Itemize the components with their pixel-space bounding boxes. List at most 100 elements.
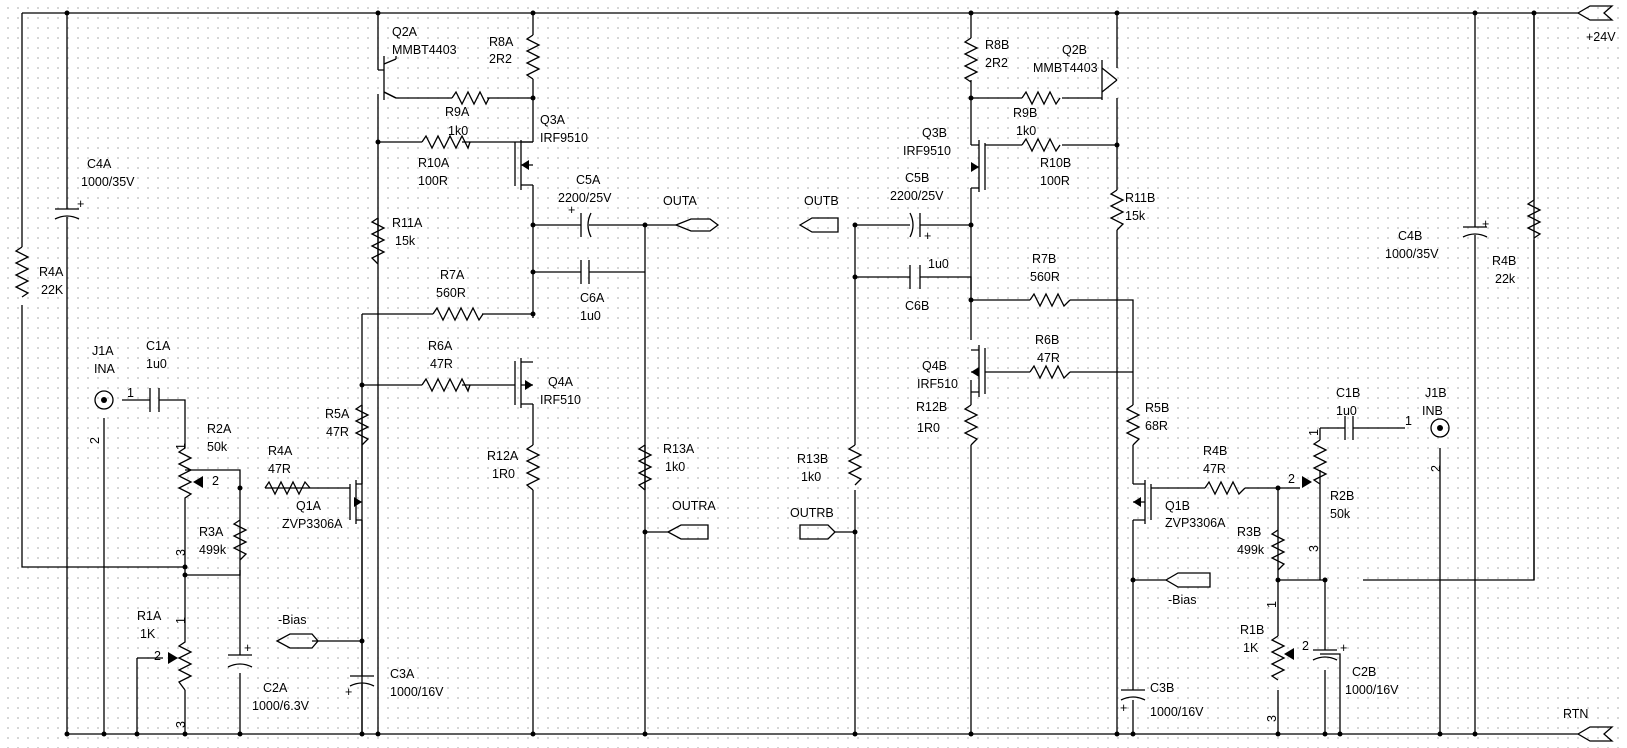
j1b-ref: J1B	[1425, 386, 1447, 400]
c5a-plus: +	[568, 203, 575, 217]
q4a-ref: Q4A	[548, 375, 574, 389]
bias-a-port	[275, 633, 319, 649]
j1b-jack	[1430, 418, 1450, 438]
j1a-label: INA	[94, 362, 116, 376]
r11a-resistor	[370, 217, 386, 265]
c6a-capacitor	[580, 260, 590, 284]
q3b-arrow	[971, 162, 979, 172]
r11a-value: 15k	[395, 234, 416, 248]
c3a-capacitor	[349, 675, 375, 687]
supply-rail	[22, 5, 1614, 21]
r10a-value: 100R	[418, 174, 448, 188]
r6b-resistor	[1029, 364, 1071, 380]
bias-a-label: -Bias	[278, 613, 306, 627]
r2b-pin2: 2	[1288, 472, 1295, 486]
q4b-arrow	[971, 367, 979, 377]
c4b-plus: +	[1482, 217, 1489, 231]
q3a-ref: Q3A	[540, 113, 566, 127]
r1a-pot	[177, 624, 193, 691]
outra-label: OUTRA	[672, 499, 716, 513]
c2a-value: 1000/6.3V	[252, 699, 310, 713]
r4b-big-resistor	[1526, 199, 1542, 239]
c4b-capacitor	[1462, 226, 1488, 238]
q3a-arrow	[521, 160, 529, 170]
r3a-ref: R3A	[199, 525, 224, 539]
q3a-part: IRF9510	[540, 131, 588, 145]
q4a-mosfet	[514, 358, 533, 408]
r9a-ref: R9A	[445, 105, 470, 119]
r4a-ref: R4A	[268, 444, 293, 458]
c5b-capacitor	[909, 212, 921, 238]
junction-dots	[64, 10, 1537, 737]
r9a-value: 1k0	[448, 124, 468, 138]
r5b-value: 68R	[1145, 419, 1168, 433]
c4a-value: 1000/35V	[81, 175, 135, 189]
c5b-value: 2200/25V	[890, 189, 944, 203]
j1b-pin2: 2	[1429, 465, 1443, 472]
r6b-value: 47R	[1037, 351, 1060, 365]
r11b-ref: R11B	[1125, 191, 1155, 205]
c2b-ref: C2B	[1352, 665, 1376, 679]
r2a-pin2: 2	[212, 474, 219, 488]
r9a-resistor	[451, 90, 490, 106]
r8a-resistor	[525, 34, 541, 80]
r7a-ref: R7A	[440, 268, 465, 282]
outrb-label: OUTRB	[790, 506, 834, 520]
r1b-ref: R1B	[1240, 623, 1264, 637]
c2a-ref: C2A	[263, 681, 288, 695]
r6a-ref: R6A	[428, 339, 453, 353]
q1a-ref: Q1A	[296, 499, 322, 513]
r8b-value: 2R2	[985, 56, 1008, 70]
r4a-big-value: 22K	[41, 283, 64, 297]
r12b-ref: R12B	[916, 400, 947, 414]
r4a-big-ref: R4A	[39, 265, 64, 279]
q1b-ref: Q1B	[1165, 499, 1190, 513]
r8b-ref: R8B	[985, 38, 1009, 52]
r2b-value: 50k	[1330, 507, 1351, 521]
j1b-label: INB	[1422, 404, 1443, 418]
c4a-capacitor	[54, 208, 80, 220]
q1a-arrow	[354, 497, 362, 507]
c6b-capacitor	[909, 265, 921, 289]
r2a-pin3: 3	[174, 549, 188, 556]
r2b-pin1: 1	[1307, 429, 1321, 436]
r7b-value: 560R	[1030, 270, 1060, 284]
c4a-ref: C4A	[87, 157, 112, 171]
labels-a: Q2A MMBT4403 R8A 2R2 R9A 1k0 Q3A IRF9510…	[39, 25, 716, 728]
r1a-ref: R1A	[137, 609, 162, 623]
q4b-part: IRF510	[917, 377, 958, 391]
r6a-value: 47R	[430, 357, 453, 371]
c3a-plus: +	[345, 685, 352, 699]
channel-a-wiring	[21, 13, 676, 734]
r1a-pin2: 2	[154, 649, 161, 663]
r11b-resistor	[1109, 189, 1125, 231]
c5a-capacitor	[580, 212, 592, 238]
outa-port	[674, 218, 720, 232]
c1b-capacitor	[1344, 416, 1354, 440]
c5a-value: 2200/25V	[558, 191, 612, 205]
supply-net-label: +24V	[1586, 30, 1616, 44]
q2a-ref: Q2A	[392, 25, 418, 39]
r10b-ref: R10B	[1040, 156, 1071, 170]
r2b-wiper	[1302, 476, 1312, 488]
q2a-part: MMBT4403	[392, 43, 457, 57]
r3b-resistor	[1270, 529, 1286, 571]
r10a-resistor	[421, 134, 471, 150]
r4a-resistor	[264, 480, 311, 496]
r12a-ref: R12A	[487, 449, 519, 463]
r4b-big-value: 22k	[1495, 272, 1516, 286]
r2b-ref: R2B	[1330, 489, 1354, 503]
c6b-value: 1u0	[928, 257, 949, 271]
r13a-ref: R13A	[663, 442, 695, 456]
c6b-ref: C6B	[905, 299, 929, 313]
q2b-part: MMBT4403	[1033, 61, 1098, 75]
j1a-pin2: 2	[88, 437, 102, 444]
r4b-resistor	[1204, 480, 1246, 496]
c2a-capacitor	[227, 654, 253, 668]
symbols-a	[14, 34, 720, 691]
c3b-plus: +	[1120, 701, 1127, 715]
r9b-value: 1k0	[1016, 124, 1036, 138]
r1b-pin2: 2	[1302, 639, 1309, 653]
channel-b-wiring	[835, 13, 1535, 734]
